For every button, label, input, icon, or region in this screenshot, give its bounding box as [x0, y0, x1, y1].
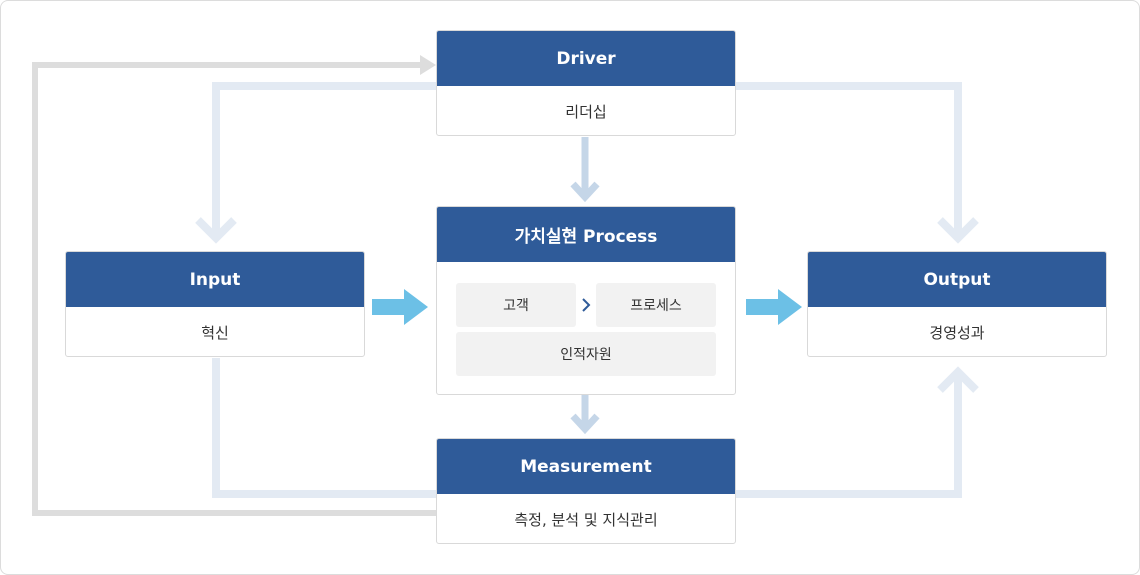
process-chip: 프로세스	[596, 283, 716, 327]
process-box: 가치실현 Process 고객 프로세스 인적자원	[436, 206, 736, 395]
process-to-output-arrow	[746, 289, 802, 325]
driver-label: 리더십	[565, 103, 607, 121]
driver-to-process-arrowhead	[570, 181, 600, 203]
driver-to-output-line	[736, 82, 962, 236]
process-title: 가치실현 Process	[437, 207, 735, 262]
input-label: 혁신	[201, 324, 229, 342]
feedback-loop-line	[32, 62, 436, 516]
input-to-process-arrow	[372, 289, 428, 325]
chevron-right-icon	[576, 283, 596, 327]
driver-to-input-line	[212, 82, 436, 236]
output-title: Output	[808, 252, 1106, 307]
process-to-measurement-arrowhead	[570, 413, 600, 435]
driver-box: Driver 리더십	[436, 30, 736, 136]
input-to-measurement-line	[212, 358, 436, 498]
measurement-label: 측정, 분석 및 지식관리	[514, 511, 658, 529]
measurement-to-output-arrowhead	[937, 366, 979, 393]
measurement-title: Measurement	[437, 439, 735, 494]
customer-chip: 고객	[456, 283, 576, 327]
output-box: Output 경영성과	[807, 251, 1107, 357]
feedback-loop-arrowhead	[420, 55, 436, 75]
driver-title: Driver	[437, 31, 735, 86]
output-label: 경영성과	[929, 324, 985, 342]
driver-to-input-arrowhead	[195, 217, 237, 244]
driver-to-output-arrowhead	[937, 217, 979, 244]
input-box: Input 혁신	[65, 251, 365, 357]
input-title: Input	[66, 252, 364, 307]
measurement-to-output-line	[736, 372, 962, 498]
hr-chip: 인적자원	[456, 332, 716, 376]
measurement-box: Measurement 측정, 분석 및 지식관리	[436, 438, 736, 544]
